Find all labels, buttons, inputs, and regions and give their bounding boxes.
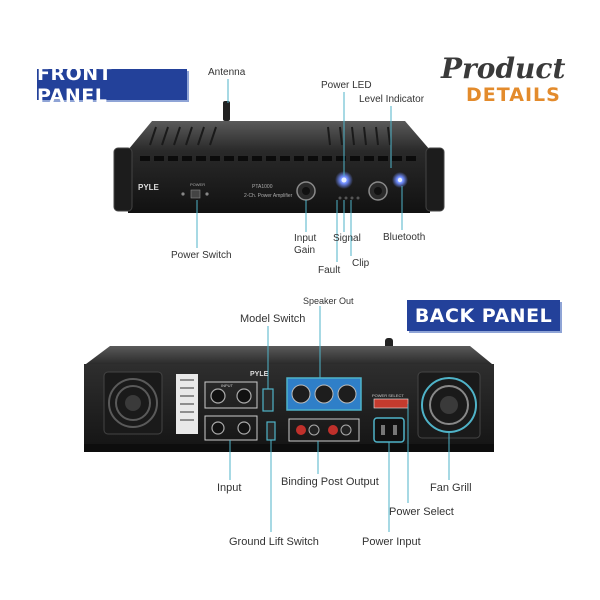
bluetooth-led — [397, 177, 403, 183]
label-signal: Signal — [333, 233, 361, 244]
power-led — [341, 177, 347, 183]
front-brand: PYLE — [138, 183, 160, 192]
power-switch — [190, 189, 201, 199]
antenna — [223, 101, 230, 121]
label-input-gain-line2: Gain — [294, 245, 316, 256]
label-speaker-out: Speaker Out — [303, 296, 354, 306]
back-panel-banner: BACK PANEL — [407, 300, 560, 331]
xlr-input-panel — [204, 381, 258, 409]
power-select — [373, 398, 409, 409]
label-fault: Fault — [318, 265, 341, 276]
label-power-switch: Power Switch — [171, 250, 232, 261]
label-input-gain-line1: Input — [294, 233, 317, 244]
back-power-select-text: POWER SELECT — [372, 393, 404, 398]
label-model-switch: Model Switch — [240, 313, 306, 325]
label-power-led: Power LED — [321, 80, 372, 91]
trs-input-panel — [204, 415, 258, 441]
back-amplifier — [84, 338, 494, 452]
product-details-subtitle: DETAILS — [466, 84, 561, 106]
front-desc: 2-Ch. Power Amplifier — [244, 193, 293, 199]
front-callouts — [196, 79, 403, 262]
label-power-input: Power Input — [362, 536, 421, 548]
front-power-text: POWER — [190, 182, 205, 187]
model-switch — [262, 388, 274, 412]
back-callouts — [229, 306, 450, 532]
label-fan-grill: Fan Grill — [430, 482, 472, 494]
back-input-text: INPUT — [221, 383, 234, 388]
label-input: Input — [217, 482, 242, 494]
label-binding-post-output: Binding Post Output — [281, 476, 379, 488]
product-details-title: Product — [441, 52, 566, 85]
ground-lift-switch — [266, 421, 276, 441]
label-ground-lift-switch: Ground Lift Switch — [229, 536, 319, 548]
front-amplifier — [113, 101, 445, 213]
label-power-select: Power Select — [389, 506, 454, 518]
binding-posts — [288, 418, 360, 442]
label-level-indicator: Level Indicator — [359, 94, 425, 105]
back-brand: PYLE — [250, 371, 269, 378]
label-bluetooth: Bluetooth — [383, 232, 426, 243]
power-input — [373, 417, 405, 443]
left-fan — [103, 371, 163, 435]
label-antenna: Antenna — [208, 67, 246, 78]
right-fan — [417, 371, 481, 439]
label-clip: Clip — [352, 258, 370, 269]
front-model: PTA1000 — [252, 184, 273, 190]
